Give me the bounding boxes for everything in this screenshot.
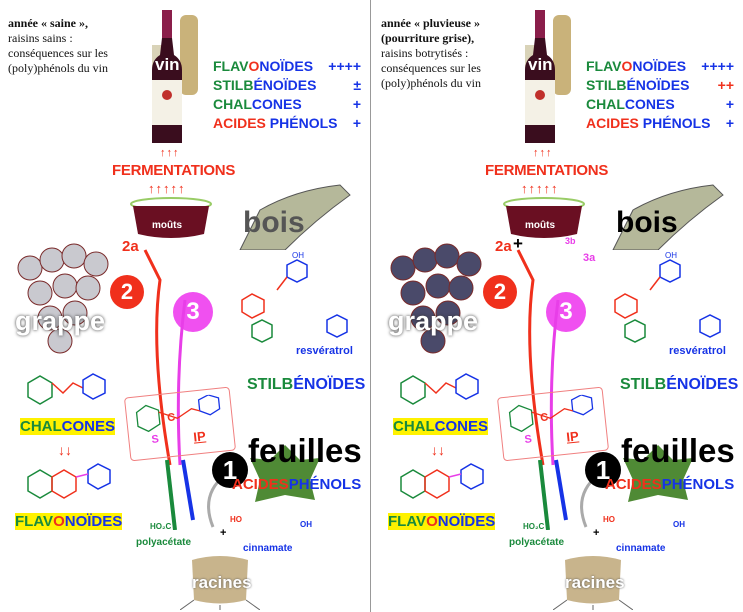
bois-label: bois bbox=[616, 206, 678, 239]
racines-label: racines bbox=[192, 573, 252, 592]
summary-row: FLAVONOÏDES++++ bbox=[586, 58, 734, 74]
leaf-image bbox=[623, 445, 693, 502]
resveratrol-structure: OH bbox=[614, 251, 721, 343]
chalcones-label: CHALCONES bbox=[20, 418, 116, 435]
wine-bottle-image bbox=[525, 10, 571, 143]
wood-image bbox=[612, 184, 724, 250]
mouts-label: moûts bbox=[525, 220, 555, 231]
leaf-image bbox=[250, 445, 320, 502]
grape-bunch-image bbox=[390, 243, 482, 354]
resveratrol-structure: OH bbox=[241, 251, 348, 343]
vin-label: vin bbox=[528, 55, 553, 74]
racines-label: racines bbox=[565, 573, 625, 592]
step-2-badge: 2 bbox=[483, 275, 517, 309]
panel-rainy-year: année « pluvieuse »(pourriture grise),ra… bbox=[373, 0, 743, 612]
pathway-arrows bbox=[516, 249, 560, 466]
arrows-down-icon: ↓↓ bbox=[58, 442, 72, 458]
wine-bottle-image bbox=[152, 10, 198, 143]
fermentations-label: FERMENTATIONS bbox=[485, 162, 609, 179]
flavonoid-structure bbox=[400, 463, 484, 499]
intermediate-structure bbox=[135, 394, 221, 433]
step-2a-label: 2a bbox=[495, 238, 512, 255]
polyacetate-label: polyacétate bbox=[509, 537, 565, 548]
intermediate-box: S C IP bbox=[496, 386, 610, 462]
step-1-badge: 1 bbox=[212, 452, 248, 488]
panel-intro: année « pluvieuse »(pourriture grise),ra… bbox=[381, 16, 481, 90]
summary-row: STILBÉNOÏDES++ bbox=[586, 77, 734, 93]
chalcones-label: CHALCONES bbox=[393, 418, 489, 435]
summary-row: CHALCONES+ bbox=[586, 96, 734, 112]
arrows-up-icon: ↑↑↑ bbox=[160, 147, 180, 159]
cinnamate-label: cinnamate bbox=[243, 543, 293, 554]
arrows-up-icon: ↑↑↑↑↑ bbox=[148, 181, 186, 196]
ho2c-label: HO₂C bbox=[523, 522, 545, 531]
step-3b-label: 3b bbox=[565, 236, 576, 246]
arrows-up-icon: ↑↑↑↑↑ bbox=[521, 181, 559, 196]
intermediate-box: S C IP bbox=[123, 386, 237, 462]
summary-row: FLAVONOÏDES++++ bbox=[213, 58, 361, 74]
plus-sign: + bbox=[593, 527, 600, 539]
summary-row: ACIDES PHÉNOLS+ bbox=[213, 115, 361, 131]
stilbenoides-label: STILBÉNOÏDES bbox=[247, 376, 366, 393]
acides-phenols-label: ACIDESPHÉNOLS bbox=[232, 476, 362, 493]
chalcone-structure bbox=[400, 373, 479, 405]
summary-row: ACIDES PHÉNOLS+ bbox=[586, 115, 734, 131]
root-stump-image bbox=[180, 556, 260, 610]
step-3-badge: 3 bbox=[173, 292, 213, 332]
plus-sign: + bbox=[513, 234, 523, 253]
svg-text:OH: OH bbox=[665, 251, 677, 260]
oh-label: OH bbox=[673, 520, 685, 529]
phenol-summary: FLAVONOÏDES++++ STILBÉNOÏDES++ CHALCONES… bbox=[586, 57, 734, 133]
feuilles-label: feuilles bbox=[248, 432, 362, 469]
svg-text:OH: OH bbox=[292, 251, 304, 260]
root-stump-image bbox=[553, 556, 633, 610]
panel-intro: année « saine »,raisins sains :conséquen… bbox=[8, 16, 108, 75]
plus-sign: + bbox=[220, 527, 227, 539]
feuilles-label: feuilles bbox=[621, 432, 735, 469]
wood-image bbox=[239, 184, 351, 250]
panel-divider bbox=[370, 0, 371, 612]
vin-label: vin bbox=[155, 55, 180, 74]
pathway-arrows bbox=[143, 249, 187, 466]
stilbenoides-label: STILBÉNOÏDES bbox=[620, 376, 739, 393]
chalcone-structure bbox=[27, 373, 106, 405]
intermediate-structure bbox=[508, 394, 594, 433]
panel-healthy-year: année « saine »,raisins sains :conséquen… bbox=[0, 0, 370, 612]
ho-label: HO bbox=[603, 515, 615, 524]
ho2c-label: HO₂C bbox=[150, 522, 172, 531]
must-bowl-image bbox=[130, 197, 212, 238]
fermentations-label: FERMENTATIONS bbox=[112, 162, 236, 179]
oh-label: OH bbox=[300, 520, 312, 529]
summary-row: STILBÉNOÏDES± bbox=[213, 77, 361, 93]
resveratrol-label: resvératrol bbox=[669, 345, 726, 357]
acides-phenols-label: ACIDESPHÉNOLS bbox=[605, 476, 735, 493]
step-1-badge: 1 bbox=[585, 452, 621, 488]
grape-bunch-image bbox=[17, 243, 109, 354]
resveratrol-label: resvératrol bbox=[296, 345, 353, 357]
grappe-label: grappe bbox=[388, 306, 479, 336]
flavonoides-label: FLAVONOÏDES bbox=[388, 513, 496, 530]
cinnamate-label: cinnamate bbox=[616, 543, 666, 554]
arrows-up-icon: ↑↑↑ bbox=[533, 147, 553, 159]
must-bowl-image bbox=[503, 197, 585, 238]
phenol-summary: FLAVONOÏDES++++ STILBÉNOÏDES± CHALCONES+… bbox=[213, 57, 361, 133]
arrows-down-icon: ↓↓ bbox=[431, 442, 445, 458]
step-2a-label: 2a bbox=[122, 238, 139, 255]
bois-label: bois bbox=[243, 206, 305, 239]
grappe-label: grappe bbox=[15, 306, 106, 336]
step-3a-label: 3a bbox=[583, 252, 596, 264]
mouts-label: moûts bbox=[152, 220, 182, 231]
step-3-badge: 3 bbox=[546, 292, 586, 332]
step-2-badge: 2 bbox=[110, 275, 144, 309]
ho-label: HO bbox=[230, 515, 242, 524]
polyacetate-label: polyacétate bbox=[136, 537, 192, 548]
summary-row: CHALCONES+ bbox=[213, 96, 361, 112]
flavonoides-label: FLAVONOÏDES bbox=[15, 513, 123, 530]
flavonoid-structure bbox=[27, 463, 111, 499]
